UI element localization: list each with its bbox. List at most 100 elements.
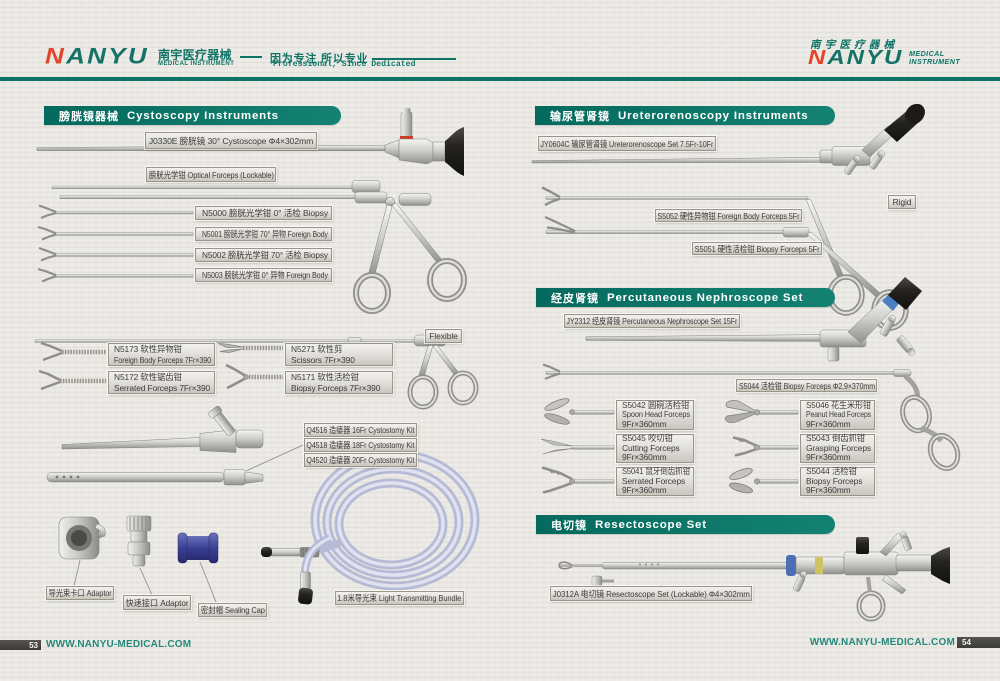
product-label-n5002: N5002 膀胱光学钳 70° 活检 Biopsy — [195, 248, 332, 262]
label-line1: N5271 软性剪 — [291, 344, 343, 355]
section-title-en: Ureterorenoscopy Instruments — [618, 109, 809, 122]
product-label-s5044: S5044 活检钳 Biopsy Forceps 9Fr×360mm — [800, 467, 875, 496]
section-banner-cystoscopy: 膀胱镜器械 Cystoscopy Instruments — [44, 106, 341, 125]
product-label-s5041: S5041 鼠牙倒齿抓钳 Serrated Forceps 9Fr×360mm — [616, 467, 694, 496]
label-text: N5001 膀胱光学钳 70° 异物 Foreign Body — [202, 229, 328, 239]
adaptor-illustrations — [58, 515, 219, 603]
label-text: Flexible — [429, 331, 458, 341]
label-line1: S5045 咬切钳 — [622, 433, 673, 444]
product-label-light-bundle: 1.8米导光束 Light Transmitting Bundle — [335, 591, 464, 605]
product-label-n5171: N5171 软性活检钳 Biopsy Forceps 7Fr×390 — [285, 371, 393, 394]
label-text: S5044 活检钳 Biopsy Forceps Φ2.9×370mm — [738, 380, 875, 391]
section-title-cn: 电切镜 — [551, 519, 587, 532]
optical-forceps-inserts — [37, 204, 194, 283]
product-label-n5271: N5271 软性剪 Scissors 7Fr×390 — [285, 343, 393, 366]
brand-chinese-left: 南宇医疗器械 — [158, 48, 232, 62]
section-banner-ureterorenoscopy: 输尿管肾镜 Ureterorenoscopy Instruments — [535, 106, 835, 125]
label-line1: S5041 鼠牙倒齿抓钳 — [622, 466, 691, 477]
label-line1: S5044 活检钳 — [806, 466, 857, 477]
logo-dash-divider — [240, 56, 262, 58]
label-line2: Biopsy Forceps — [806, 475, 863, 486]
label-text: N5000 膀胱光学钳 0° 活检 Biopsy — [202, 208, 329, 218]
label-text: JY2312 经皮肾镜 Percutaneous Nephroscope Set… — [566, 316, 738, 326]
optical-forceps-illustration — [51, 180, 467, 314]
product-label-s5042: S5042 圆碗活检钳 Spoon Head Forceps 9Fr×360mm — [616, 400, 694, 430]
section-title-en: Resectoscope Set — [595, 518, 707, 531]
label-line3: 9Fr×360mm — [806, 485, 851, 496]
label-text: S5052 硬性异物钳 Foreign Body Forceps 5Fr — [657, 210, 800, 221]
nephroscope-illustration — [585, 277, 922, 362]
section-title-cn: 膀胱镜器械 — [59, 110, 119, 123]
product-label-n5172: N5172 软性锯齿钳 Serrated Forceps 7Fr×390 — [108, 371, 215, 394]
section-title-en: Cystoscopy Instruments — [127, 109, 279, 122]
label-line2: Peanut Head Forceps — [806, 409, 872, 420]
product-label-n5001: N5001 膀胱光学钳 70° 异物 Foreign Body — [195, 227, 332, 241]
label-line1: S5042 圆碗活检钳 — [622, 399, 690, 410]
flexible-tag: Flexible — [425, 329, 462, 343]
label-line2: Biopsy Forceps 7Fr×390 — [291, 382, 381, 393]
label-line2: Serrated Forceps — [622, 475, 686, 486]
product-label-n5173: N5173 软性异物钳 Foreign Body Forceps 7Fr×390 — [108, 343, 215, 366]
label-line1: N5171 软性活检钳 — [291, 372, 359, 383]
rigid-tag: Rigid — [888, 195, 916, 209]
page-number-left: 53 — [0, 640, 41, 650]
label-line1: S5046 花生米形钳 — [806, 399, 871, 410]
label-text: 导光束卡口 Adaptor — [48, 588, 112, 598]
product-label-sealing-cap: 密封帽 Sealing Cap — [198, 603, 267, 617]
long-biopsy-forceps-illustration — [542, 363, 961, 471]
tagline-chinese: 因为专注 所以专业 — [270, 53, 369, 65]
product-label-optical-forceps: 膀胱光学钳 Optical Forceps (Lockable) — [146, 167, 276, 182]
product-label-quick-adaptor: 快速接口 Adaptor — [123, 595, 191, 610]
label-text: 1.8米导光束 Light Transmitting Bundle — [337, 593, 462, 603]
section-title-cn: 经皮肾镜 — [551, 292, 599, 305]
resectoscope-illustration — [558, 531, 950, 622]
brand-subtitle-left: MEDICAL INSTRUMENT — [158, 60, 235, 67]
product-label-q4520: Q4520 造瘘器 20Fr Cystostomy Kit — [304, 453, 417, 467]
product-label-j0312a: J0312A 电切镜 Resectoscope Set (Lockable) Φ… — [550, 586, 752, 601]
section-title-cn: 输尿管肾镜 — [550, 110, 610, 123]
product-label-s5051: S5051 硬性活检钳 Biopsy Forceps 5Fr — [692, 242, 822, 255]
label-line3: 9Fr×360mm — [622, 485, 667, 496]
product-label-q4518: Q4518 造瘘器 18Fr Cystostomy Kit — [304, 438, 417, 452]
label-line3: 9Fr×360mm — [806, 452, 851, 463]
label-line2: Grasping Forceps — [806, 442, 871, 453]
label-line1: N5173 软性异物钳 — [114, 344, 182, 355]
label-line2: Serrated Forceps 7Fr×390 — [114, 382, 211, 393]
label-text: N5003 膀胱光学钳 0° 异物 Foreign Body — [202, 270, 328, 280]
label-text: S5051 硬性活检钳 Biopsy Forceps 5Fr — [694, 243, 820, 254]
page-number-right: 54 — [957, 637, 1000, 648]
section-title-en: Percutaneous Nephroscope Set — [607, 291, 804, 304]
brand-subtitle-right-line1: MEDICAL — [909, 49, 945, 58]
product-label-s5043: S5043 倒齿抓钳 Grasping Forceps 9Fr×360mm — [800, 434, 875, 463]
cystoscope-illustration — [36, 108, 464, 176]
label-text: 快速接口 Adaptor — [125, 597, 189, 608]
label-text: Q4516 造瘘器 16Fr Cystostomy Kit — [306, 425, 415, 435]
product-label-s5046: S5046 花生米形钳 Peanut Head Forceps 9Fr×360m… — [800, 400, 875, 430]
label-text: Rigid — [892, 197, 912, 207]
flexible-instrument-tips — [38, 341, 283, 391]
brand-subtitle-right: MEDICAL INSTRUMENT — [909, 50, 960, 66]
brand-subtitle-right-line2: INSTRUMENT — [909, 57, 961, 66]
product-label-s5044-long: S5044 活检钳 Biopsy Forceps Φ2.9×370mm — [736, 379, 877, 392]
label-line2: Spoon Head Forceps — [622, 409, 690, 420]
tagline-english: Professional, Since Dedicated — [273, 60, 416, 69]
product-label-j0330e: J0330E 膀胱镜 30° Cystoscope Φ4×302mm — [145, 132, 317, 149]
brand-logo-left: NANYU — [45, 43, 149, 69]
product-label-s5052: S5052 硬性异物钳 Foreign Body Forceps 5Fr — [655, 209, 802, 222]
rigid-forceps-illustration — [541, 186, 909, 331]
label-line2: Cutting Forceps — [622, 442, 680, 453]
product-label-jy0604c: JY0604C 输尿管肾镜 Ureterorenoscope Set 7.5Fr… — [538, 136, 716, 151]
website-url-right: WWW.NANYU-MEDICAL.COM — [809, 637, 955, 648]
label-text: J0330E 膀胱镜 30° Cystoscope Φ4×302mm — [148, 135, 314, 146]
light-bundle-illustration — [261, 449, 480, 605]
ureteroscope-illustration — [531, 103, 925, 175]
forceps-tip-grid — [540, 398, 799, 494]
label-text: 膀胱光学钳 Optical Forceps (Lockable) — [148, 169, 274, 180]
label-text: JY0604C 输尿管肾镜 Ureterorenoscope Set 7.5Fr… — [540, 138, 714, 149]
product-label-n5000: N5000 膀胱光学钳 0° 活检 Biopsy — [195, 206, 332, 220]
cystostomy-kit-illustration — [46, 405, 304, 486]
label-line2: Foreign Body Forceps 7Fr×390 — [114, 354, 212, 365]
label-line1: N5172 软性锯齿钳 — [114, 372, 182, 383]
